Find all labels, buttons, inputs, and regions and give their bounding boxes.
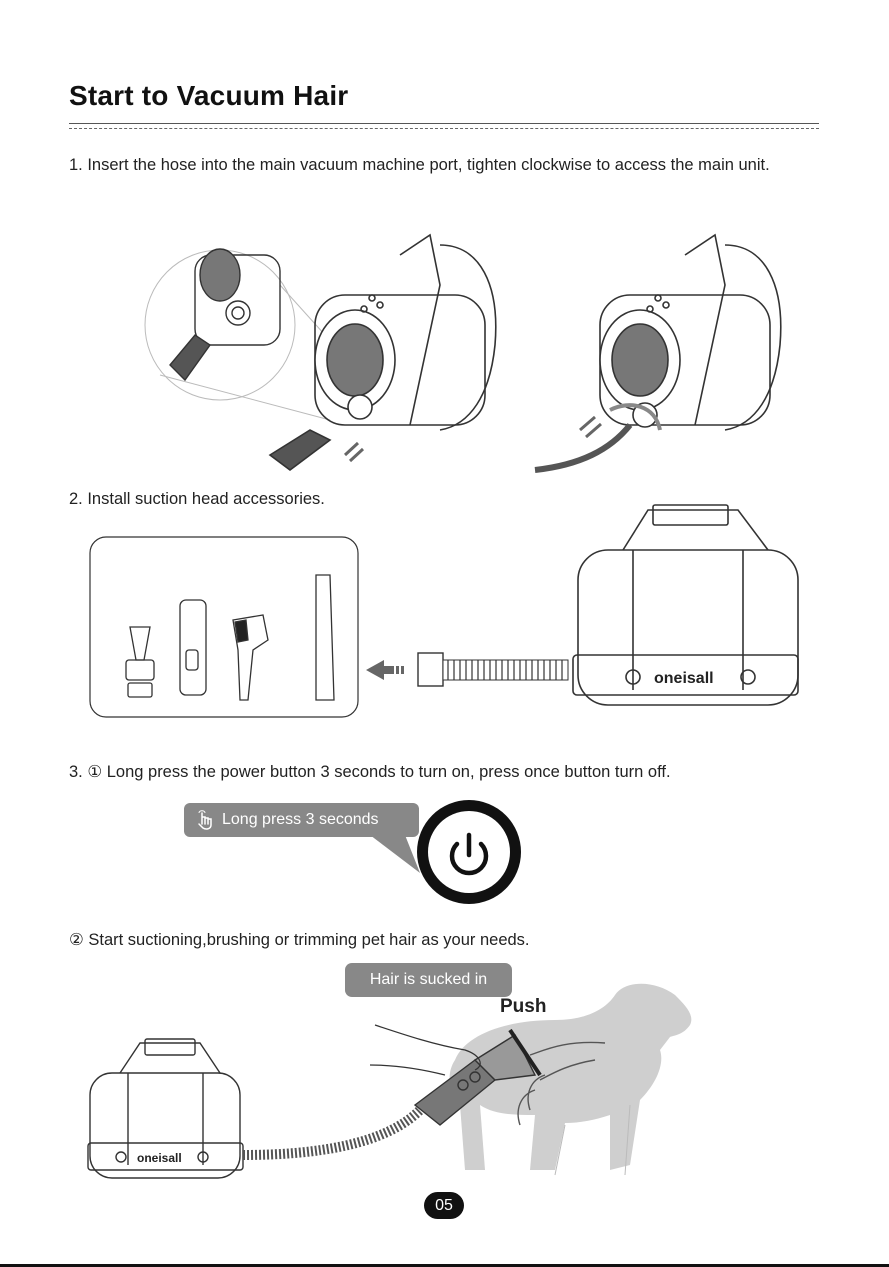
vacuum-unit-right xyxy=(534,233,782,473)
long-press-label: Long press 3 seconds xyxy=(222,811,379,828)
page-title: Start to Vacuum Hair xyxy=(69,80,349,111)
brand-logo-bottom-unit: oneisall xyxy=(137,1151,182,1165)
power-icon xyxy=(449,832,489,876)
hand-press-icon xyxy=(198,810,212,830)
step-2-illustration: oneisall xyxy=(89,504,799,718)
hand xyxy=(369,1024,481,1076)
page-number: 05 xyxy=(424,1192,464,1219)
bottom-border xyxy=(0,1264,889,1267)
callout-pointer xyxy=(370,835,420,873)
accessory-nozzles xyxy=(125,574,335,701)
vacuum-unit-bottom xyxy=(87,1038,244,1179)
attach-arrow xyxy=(366,660,404,680)
long-press-callout: Long press 3 seconds xyxy=(184,803,419,837)
hose-bottom xyxy=(242,1106,424,1160)
vacuum-unit-left xyxy=(268,233,497,471)
step-3b-illustration: oneisall xyxy=(87,983,692,1179)
push-label: Push xyxy=(500,996,547,1017)
hair-flow-lines xyxy=(517,1041,606,1126)
hose xyxy=(417,652,569,687)
step-2-text: 2. Install suction head accessories. xyxy=(69,490,325,508)
accessories-box xyxy=(89,536,359,718)
power-button-graphic xyxy=(417,800,521,904)
brand-logo-main-unit: oneisall xyxy=(654,670,714,687)
step-3b-text: ② Start suctioning,brushing or trimming … xyxy=(69,931,530,949)
title-underline xyxy=(69,123,819,124)
step-3-text: 3. ① Long press the power button 3 secon… xyxy=(69,763,671,781)
grooming-brush xyxy=(413,1028,542,1126)
title-dashed-divider xyxy=(69,128,819,129)
step-1-text: 1. Insert the hose into the main vacuum … xyxy=(69,156,770,174)
hair-sucked-callout: Hair is sucked in xyxy=(345,963,512,997)
vacuum-main-unit xyxy=(572,504,799,706)
step-1-illustration xyxy=(144,233,782,473)
zoom-port-detail xyxy=(169,248,281,382)
